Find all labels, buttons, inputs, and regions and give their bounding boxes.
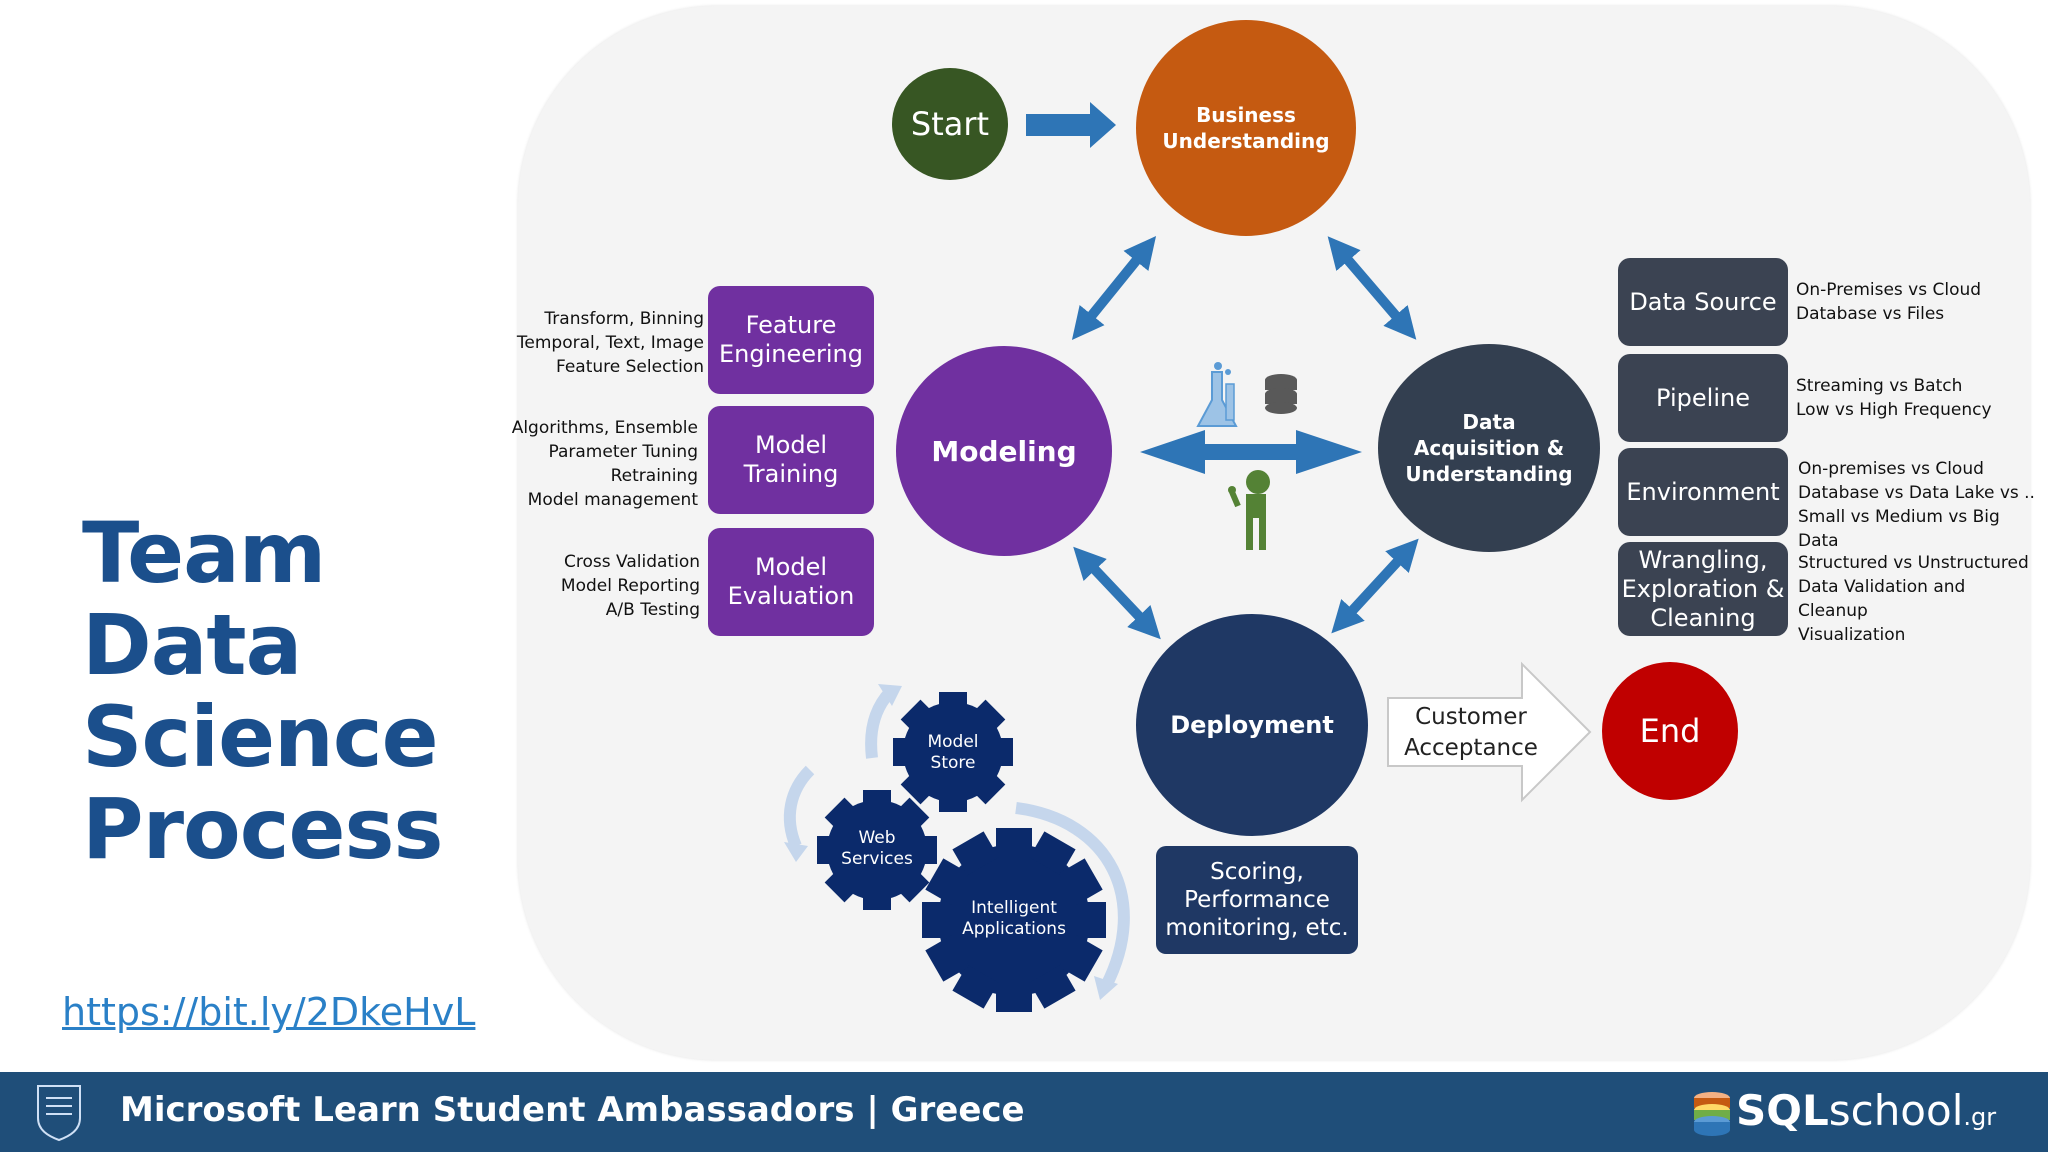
sqlschool-logo-school: school — [1828, 1086, 1964, 1135]
sqlschool-logo: SQLschool.gr — [1736, 1086, 1996, 1135]
gear-web-services-label: Web Services — [841, 828, 913, 869]
business-understanding-label: Business Understanding — [1162, 103, 1330, 153]
start-label: Start — [910, 105, 990, 143]
data-acquisition-node: Data Acquisition & Understanding — [1378, 344, 1600, 552]
gear-cycle-arrow-right — [1015, 802, 1130, 989]
flask-icon — [1196, 362, 1238, 427]
model-evaluation-box: Model Evaluation — [708, 528, 874, 636]
sqlschool-logo-gr: .gr — [1963, 1103, 1997, 1131]
sqlschool-db-icon — [1694, 1092, 1730, 1136]
tdsp-link[interactable]: https://bit.ly/2DkeHvL — [62, 990, 476, 1034]
end-label: End — [1639, 712, 1701, 750]
gear-model-store-icon — [893, 692, 1013, 812]
data-source-box: Data Source — [1618, 258, 1788, 346]
feature-engineering-label: Feature Engineering — [719, 311, 863, 368]
scoring-box: Scoring, Performance monitoring, etc. — [1156, 846, 1358, 954]
model-evaluation-note: Cross Validation Model Reporting A/B Tes… — [560, 552, 700, 620]
feature-engineering-note: Transform, Binning Temporal, Text, Image… — [516, 309, 704, 377]
modeling-label: Modeling — [931, 434, 1077, 468]
environment-note: On-premises vs Cloud Database vs Data La… — [1798, 459, 2035, 551]
arrow-data-deployment — [1331, 538, 1419, 634]
wrangling-box: Wrangling, Exploration & Cleaning — [1618, 542, 1788, 636]
data-acquisition-label: Data Acquisition & Understanding — [1405, 410, 1573, 486]
model-training-note: Algorithms, Ensemble Parameter Tuning Re… — [511, 418, 698, 510]
arrow-modeling-deployment — [1073, 546, 1161, 640]
title-process: Process — [82, 780, 443, 878]
environment-box: Environment — [1618, 448, 1788, 536]
sqlschool-logo-sql: SQL — [1736, 1086, 1829, 1135]
pipeline-label: Pipeline — [1656, 383, 1750, 412]
ambassador-shield-icon — [37, 1085, 81, 1142]
pipeline-note: Streaming vs Batch Low vs High Frequency — [1796, 376, 1992, 420]
business-understanding-node: Business Understanding — [1136, 20, 1356, 236]
arrow-start-business — [1026, 102, 1116, 148]
database-icon — [1265, 374, 1297, 414]
arrow-business-modeling — [1071, 236, 1157, 340]
modeling-node: Modeling — [896, 346, 1112, 556]
gear-intelligent-apps-label: Intelligent Applications — [962, 898, 1066, 939]
data-source-note: On-Premises vs Cloud Database vs Files — [1796, 280, 1982, 324]
gear-intelligent-apps-icon — [922, 828, 1106, 1012]
customer-acceptance-arrow — [1387, 661, 1592, 803]
arrow-modeling-data — [1140, 430, 1362, 474]
scoring-label: Scoring, Performance monitoring, etc. — [1165, 859, 1349, 941]
end-node: End — [1602, 662, 1738, 800]
footer-title: Microsoft Learn Student Ambassadors | Gr… — [120, 1090, 1025, 1130]
model-training-box: Model Training — [708, 406, 874, 514]
gear-cycle-arrow-left — [783, 765, 815, 849]
wrangling-label: Wrangling, Exploration & Cleaning — [1621, 545, 1785, 632]
person-icon — [1228, 470, 1270, 550]
model-training-label: Model Training — [743, 431, 839, 488]
model-evaluation-label: Model Evaluation — [727, 553, 855, 610]
environment-label: Environment — [1626, 477, 1780, 506]
arrow-business-data — [1327, 236, 1417, 340]
gear-cycle-arrow-top — [865, 687, 895, 759]
start-node: Start — [892, 68, 1008, 180]
pipeline-box: Pipeline — [1618, 354, 1788, 442]
feature-engineering-box: Feature Engineering — [708, 286, 874, 394]
deployment-label: Deployment — [1170, 711, 1334, 739]
deployment-node: Deployment — [1136, 614, 1368, 836]
gear-web-services-icon — [817, 790, 937, 910]
title-data: Data — [82, 596, 302, 694]
title-science: Science — [82, 688, 439, 786]
wrangling-note: Structured vs Unstructured Data Validati… — [1798, 553, 2029, 645]
title-team: Team — [82, 504, 326, 602]
data-source-label: Data Source — [1629, 287, 1777, 316]
customer-acceptance-label: Customer Acceptance — [1404, 704, 1538, 761]
gear-model-store-label: Model Store — [927, 732, 979, 773]
